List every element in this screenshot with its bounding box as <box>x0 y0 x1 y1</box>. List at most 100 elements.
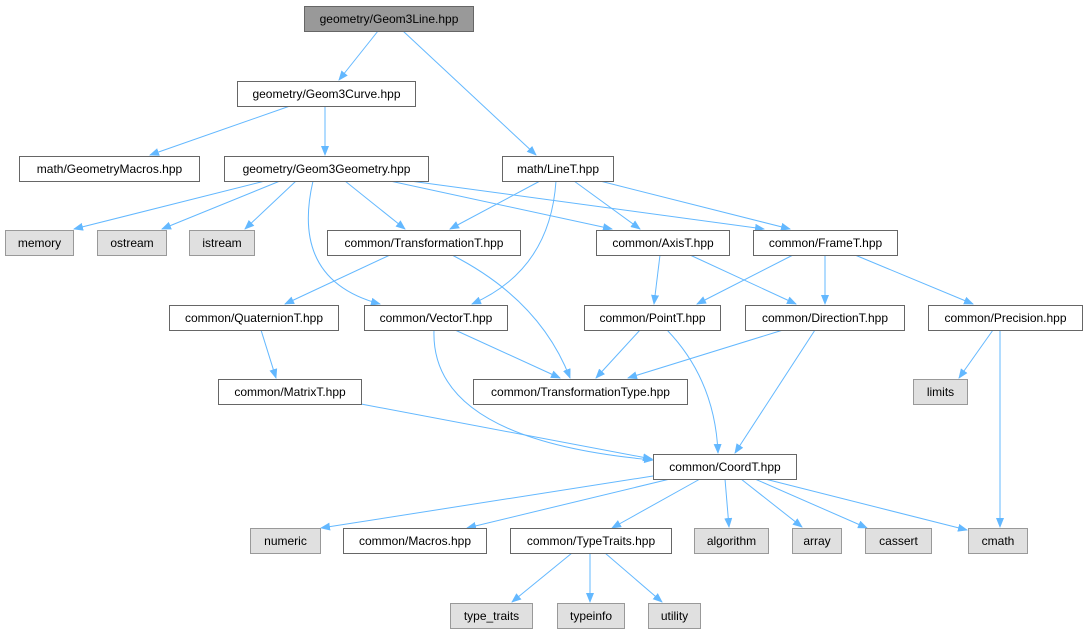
node-vectort[interactable]: common/VectorT.hpp <box>364 305 508 331</box>
node-box-algorithm <box>694 528 769 554</box>
edge-framet-to-precision <box>854 254 974 305</box>
node-geometrymacros[interactable]: math/GeometryMacros.hpp <box>19 156 200 182</box>
node-typeinfo: typeinfo <box>557 603 625 629</box>
node-box-geom3line <box>304 6 474 32</box>
edge-geom3geometry-to-memory <box>73 180 266 231</box>
node-box-typetraits <box>510 528 672 554</box>
node-utility: utility <box>648 603 701 629</box>
edge-geom3geometry-to-axist <box>389 180 613 232</box>
node-label-istream: istream <box>202 236 241 250</box>
edge-coordt-to-typetraits <box>611 478 701 529</box>
node-transformationt[interactable]: common/TransformationT.hpp <box>327 230 521 256</box>
node-label-utility: utility <box>661 609 688 623</box>
edge-geom3curve-to-geometrymacros <box>149 105 291 156</box>
node-label-geometrymacros: math/GeometryMacros.hpp <box>37 162 183 176</box>
node-label-algorithm: algorithm <box>707 534 756 548</box>
edge-geom3line-to-linet <box>402 30 537 156</box>
edge-pointt-to-coordt <box>666 329 722 454</box>
node-box-macros <box>343 528 487 554</box>
node-geom3geometry[interactable]: geometry/Geom3Geometry.hpp <box>224 156 429 182</box>
node-memory: memory <box>5 230 74 256</box>
node-label-geom3curve: geometry/Geom3Curve.hpp <box>252 87 400 101</box>
node-label-type_traits: type_traits <box>464 609 519 623</box>
node-label-cmath: cmath <box>982 534 1015 548</box>
node-label-directiont: common/DirectionT.hpp <box>762 311 888 325</box>
node-label-axist: common/AxisT.hpp <box>612 236 714 250</box>
node-label-memory: memory <box>18 236 61 250</box>
node-label-macros: common/Macros.hpp <box>359 534 471 548</box>
node-box-linet <box>502 156 614 182</box>
node-box-coordt <box>653 454 797 480</box>
node-quaterniont[interactable]: common/QuaternionT.hpp <box>169 305 339 331</box>
node-axist[interactable]: common/AxisT.hpp <box>596 230 730 256</box>
node-box-precision <box>928 305 1083 331</box>
edge-quaterniont-to-matrixt <box>260 329 278 379</box>
node-istream: istream <box>189 230 255 256</box>
edge-geom3geometry-to-ostream <box>161 180 281 230</box>
edge-matrixt-to-coordt <box>360 403 653 462</box>
node-label-geom3geometry: geometry/Geom3Geometry.hpp <box>243 162 411 176</box>
edge-linet-to-framet <box>599 180 791 231</box>
node-framet[interactable]: common/FrameT.hpp <box>753 230 898 256</box>
node-macros[interactable]: common/Macros.hpp <box>343 528 487 554</box>
node-label-array: array <box>803 534 830 548</box>
edges-layer <box>73 30 1004 603</box>
node-box-axist <box>596 230 730 256</box>
node-box-directiont <box>745 305 905 331</box>
node-typetraits[interactable]: common/TypeTraits.hpp <box>510 528 672 554</box>
node-matrixt[interactable]: common/MatrixT.hpp <box>218 379 362 405</box>
node-cassert: cassert <box>865 528 932 554</box>
node-directiont[interactable]: common/DirectionT.hpp <box>745 305 905 331</box>
edge-coordt-to-cmath <box>764 478 968 532</box>
node-label-quaterniont: common/QuaternionT.hpp <box>185 311 323 325</box>
edge-coordt-to-algorithm <box>724 478 733 528</box>
edge-axist-to-directiont <box>689 254 797 305</box>
node-algorithm: algorithm <box>694 528 769 554</box>
node-coordt[interactable]: common/CoordT.hpp <box>653 454 797 480</box>
node-transformationtype[interactable]: common/TransformationType.hpp <box>473 379 688 405</box>
edge-geom3geometry-to-transformationt <box>344 180 406 230</box>
node-cmath: cmath <box>968 528 1028 554</box>
node-label-numeric: numeric <box>264 534 307 548</box>
node-label-transformationtype: common/TransformationType.hpp <box>491 385 670 399</box>
node-linet[interactable]: math/LineT.hpp <box>502 156 614 182</box>
node-label-geom3line: geometry/Geom3Line.hpp <box>320 12 459 26</box>
node-type_traits: type_traits <box>450 603 533 629</box>
node-box-cassert <box>865 528 932 554</box>
edge-linet-to-transformationt <box>449 180 541 230</box>
node-numeric: numeric <box>250 528 321 554</box>
edge-linet-to-vectort <box>471 180 557 305</box>
node-label-limits: limits <box>927 385 954 399</box>
node-label-precision: common/Precision.hpp <box>944 311 1066 325</box>
edge-directiont-to-transformationtype <box>627 329 784 380</box>
node-box-type_traits <box>450 603 533 629</box>
edge-typetraits-to-type_traits <box>511 552 573 603</box>
node-precision[interactable]: common/Precision.hpp <box>928 305 1083 331</box>
node-pointt[interactable]: common/PointT.hpp <box>584 305 721 331</box>
node-box-geometrymacros <box>19 156 200 182</box>
edge-transformationt-to-transformationtype <box>451 254 571 379</box>
node-box-typeinfo <box>557 603 625 629</box>
node-box-geom3geometry <box>224 156 429 182</box>
edge-coordt-to-numeric <box>320 475 654 531</box>
edge-typetraits-to-utility <box>604 552 663 603</box>
node-box-quaterniont <box>169 305 339 331</box>
edge-coordt-to-cassert <box>754 478 868 529</box>
node-label-cassert: cassert <box>879 534 918 548</box>
node-geom3curve[interactable]: geometry/Geom3Curve.hpp <box>237 81 416 107</box>
edge-axist-to-pointt <box>651 254 661 305</box>
edge-coordt-to-macros <box>466 478 671 530</box>
node-box-limits <box>913 379 968 405</box>
node-box-pointt <box>584 305 721 331</box>
node-geom3line[interactable]: geometry/Geom3Line.hpp <box>304 6 474 32</box>
node-box-numeric <box>250 528 321 554</box>
node-array: array <box>792 528 842 554</box>
node-box-geom3curve <box>237 81 416 107</box>
edge-directiont-to-coordt <box>734 329 816 454</box>
node-box-istream <box>189 230 255 256</box>
node-box-memory <box>5 230 74 256</box>
edge-geom3geometry-to-vectort <box>307 180 381 306</box>
edge-framet-to-pointt <box>696 254 794 305</box>
edge-vectort-to-coordt <box>433 329 654 464</box>
